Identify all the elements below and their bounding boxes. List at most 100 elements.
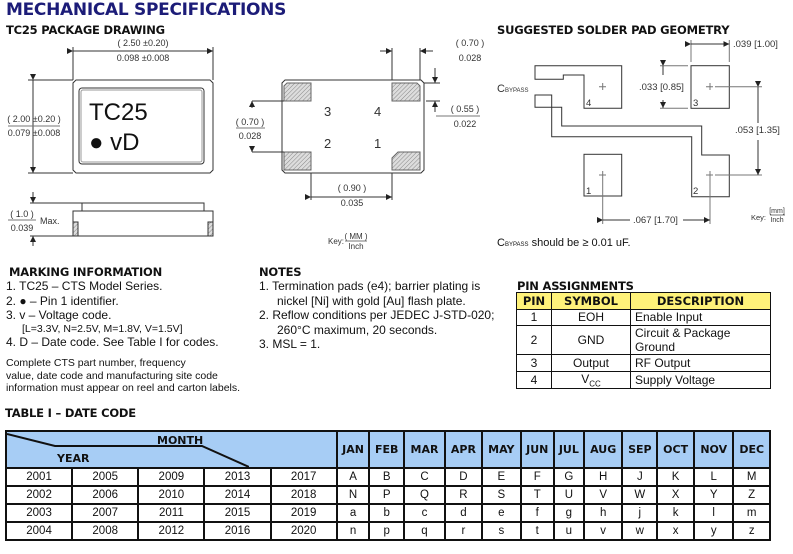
year-cell: 2012	[137, 521, 206, 541]
code-cell: u	[552, 521, 585, 541]
description-cell: Enable Input	[630, 308, 771, 326]
code-cell: C	[403, 467, 446, 487]
pin-3-label: 3	[324, 104, 331, 119]
dim-width-in: 0.079 ±0.008	[8, 128, 60, 138]
pad-4-outline	[534, 65, 623, 109]
code-cell: F	[519, 467, 555, 487]
year-month-header: MONTH YEAR	[5, 430, 338, 469]
symbol-cell: GND	[551, 325, 631, 355]
dim-gap-h-in: 0.035	[341, 198, 364, 208]
diagonal-divider	[7, 433, 249, 468]
package-lid	[78, 87, 205, 165]
cbypass-label: CBYPASS	[497, 83, 529, 95]
notes-heading: NOTES	[259, 265, 302, 279]
code-cell: X	[656, 485, 696, 505]
note-item: 1. Termination pads (e4); barrier platin…	[259, 279, 481, 293]
dim-length-mm: ( 2.50 ±0.20)	[118, 38, 169, 48]
code-cell: d	[443, 503, 483, 523]
solder-key-inch: Inch	[770, 217, 783, 224]
code-cell: Q	[403, 485, 446, 505]
year-cell: 2016	[203, 521, 272, 541]
year-cell: 2017	[269, 467, 338, 487]
cbypass-trace	[534, 94, 730, 198]
solder-key-mm: [mm]	[769, 208, 785, 215]
marking-item: 1. TC25 – CTS Model Series.	[6, 279, 163, 293]
code-cell: N	[335, 485, 371, 505]
month-header: DEC	[732, 430, 771, 469]
month-header: MAY	[480, 430, 522, 469]
note-item: 3. MSL = 1.	[259, 337, 321, 351]
month-header: JUL	[552, 430, 585, 469]
year-cell: 2008	[71, 521, 140, 541]
footer-line: information must appear on reel and cart…	[6, 382, 241, 394]
year-cell: 2014	[203, 485, 272, 505]
code-cell: a	[335, 503, 371, 523]
year-label: YEAR	[57, 452, 90, 465]
code-cell: f	[519, 503, 555, 523]
code-cell: R	[443, 485, 483, 505]
note-item: 260°C maximum, 20 seconds.	[277, 322, 438, 337]
month-label: MONTH	[157, 434, 204, 447]
code-cell: t	[519, 521, 555, 541]
table-header-row: PIN SYMBOL DESCRIPTION	[516, 292, 771, 310]
month-header: OCT	[656, 430, 696, 469]
code-cell: U	[552, 485, 585, 505]
solder-pin-1: 1	[586, 186, 591, 197]
month-header: SEP	[621, 430, 659, 469]
code-cell: n	[335, 521, 371, 541]
code-cell: c	[403, 503, 446, 523]
vcc-sub: CC	[589, 378, 601, 388]
solder-dim-pitch-h: .067 [1.70]	[633, 215, 678, 226]
dim-height-mm: ( 1.0 )	[10, 209, 34, 219]
year-cell: 2009	[137, 467, 206, 487]
package-top-outline	[72, 79, 214, 174]
solder-pad-heading: SUGGESTED SOLDER PAD GEOMETRY	[497, 23, 730, 37]
pin-2-label: 2	[324, 136, 331, 151]
drawings: TC25 ● vD ( 2.50 ±0.20) 0.098 ±0.008 ( 2…	[7, 38, 785, 251]
marking-item: 3. v – Voltage code.	[6, 308, 112, 322]
pin-cell: 2	[516, 325, 552, 355]
year-cell: 2013	[203, 467, 272, 487]
month-header: AUG	[582, 430, 624, 469]
code-cell: w	[621, 521, 659, 541]
code-cell: j	[621, 503, 659, 523]
year-cell: 2020	[269, 521, 338, 541]
footer-line: Complete CTS part number, frequency	[6, 357, 186, 369]
code-cell: v	[582, 521, 624, 541]
month-header: FEB	[368, 430, 406, 469]
voltage-codes: [L=3.3V, N=2.5V, M=1.8V, V=1.5V]	[22, 322, 183, 335]
solder-dim-pad-width: .039 [1.00]	[733, 39, 778, 50]
pin-cell: 4	[516, 370, 552, 389]
code-cell: K	[656, 467, 696, 487]
package-drawing-heading: TC25 PACKAGE DRAWING	[6, 23, 165, 37]
code-cell: z	[732, 521, 771, 541]
code-cell: b	[368, 503, 406, 523]
key-mm: ( MM )	[344, 232, 367, 241]
month-header: JAN	[335, 430, 371, 469]
year-cell: 2005	[71, 467, 140, 487]
solder-pin-2: 2	[693, 186, 698, 197]
code-cell: Y	[693, 485, 735, 505]
year-cell: 2001	[4, 467, 74, 487]
year-cell: 2019	[269, 503, 338, 523]
year-cell: 2010	[137, 485, 206, 505]
note-item: nickel [Ni] with gold [Au] flash plate.	[277, 293, 466, 308]
code-cell: A	[335, 467, 371, 487]
code-cell: e	[480, 503, 522, 523]
col-symbol: SYMBOL	[551, 292, 631, 310]
code-cell: k	[656, 503, 696, 523]
cbypass-note: CBYPASS should be ≥ 0.01 uF.	[497, 237, 631, 249]
solder-pin-3: 3	[693, 98, 698, 109]
dim-height-in: 0.039	[11, 223, 34, 233]
month-header: MAR	[403, 430, 446, 469]
code-cell: m	[732, 503, 771, 523]
marking-list: 1. TC25 – CTS Model Series. 2. ● – Pin 1…	[6, 279, 219, 350]
code-cell: L	[693, 467, 735, 487]
code-cell: B	[368, 467, 406, 487]
dim-pad-w-mm: ( 0.70 )	[456, 38, 485, 48]
